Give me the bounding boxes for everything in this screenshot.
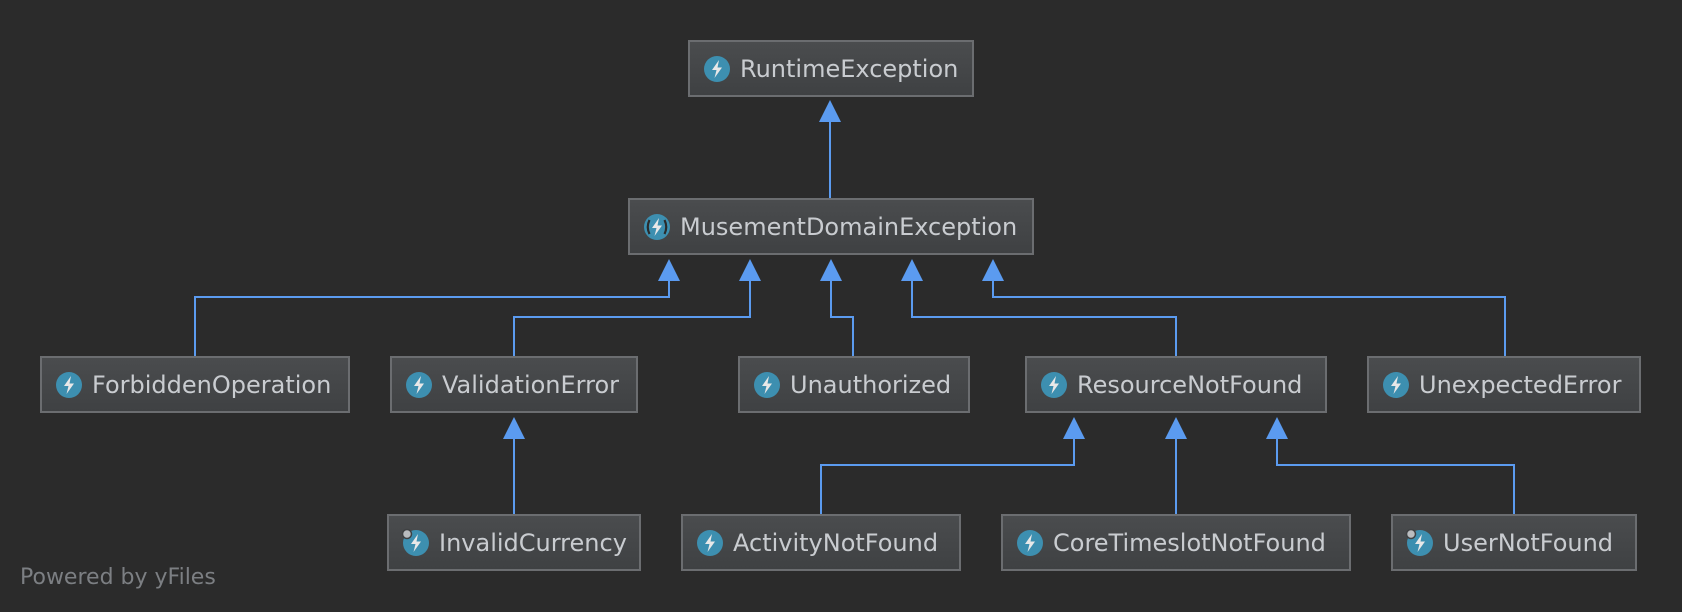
class-node-resource-not-found[interactable]: ResourceNotFound bbox=[1025, 356, 1327, 413]
inheritance-edge bbox=[194, 279, 670, 356]
final-exception-class-icon bbox=[1405, 528, 1435, 558]
class-label: RuntimeException bbox=[740, 54, 959, 83]
inheritance-arrowhead bbox=[819, 100, 841, 122]
inheritance-arrowhead bbox=[658, 259, 680, 281]
inheritance-arrowhead bbox=[982, 259, 1004, 281]
final-exception-class-icon bbox=[401, 528, 431, 558]
inheritance-arrowhead bbox=[503, 417, 525, 439]
inheritance-edge bbox=[830, 279, 854, 356]
class-label: ResourceNotFound bbox=[1077, 370, 1303, 399]
class-label: Unauthorized bbox=[790, 370, 952, 399]
class-label: MusementDomainException bbox=[680, 212, 1018, 241]
inheritance-edge bbox=[992, 279, 1506, 356]
class-node-activity-not-found[interactable]: ActivityNotFound bbox=[681, 514, 961, 571]
class-node-user-not-found[interactable]: UserNotFound bbox=[1391, 514, 1637, 571]
exception-class-icon bbox=[695, 528, 725, 558]
exception-class-icon bbox=[752, 370, 782, 400]
exception-class-icon bbox=[54, 370, 84, 400]
class-label: UnexpectedError bbox=[1419, 370, 1622, 399]
class-node-forbidden-operation[interactable]: ForbiddenOperation bbox=[40, 356, 350, 413]
inheritance-edge bbox=[1276, 437, 1515, 514]
inheritance-arrowhead bbox=[820, 259, 842, 281]
inheritance-edge bbox=[911, 279, 1177, 356]
exception-class-icon bbox=[1039, 370, 1069, 400]
class-node-unauthorized[interactable]: Unauthorized bbox=[738, 356, 970, 413]
class-label: ValidationError bbox=[442, 370, 620, 399]
class-node-validation-error[interactable]: ValidationError bbox=[390, 356, 638, 413]
inheritance-arrowhead bbox=[739, 259, 761, 281]
class-label: ForbiddenOperation bbox=[92, 370, 332, 399]
inheritance-edge bbox=[513, 279, 751, 356]
class-label: ActivityNotFound bbox=[733, 528, 939, 557]
abstract-exception-class-icon bbox=[642, 212, 672, 242]
powered-by-watermark: Powered by yFiles bbox=[20, 565, 216, 590]
inheritance-arrowhead bbox=[1063, 417, 1085, 439]
exception-class-icon bbox=[702, 54, 732, 84]
exception-class-icon bbox=[1015, 528, 1045, 558]
inheritance-arrowhead bbox=[1165, 417, 1187, 439]
class-label: CoreTimeslotNotFound bbox=[1053, 528, 1326, 557]
class-node-musement-domain-exception[interactable]: MusementDomainException bbox=[628, 198, 1034, 255]
class-label: InvalidCurrency bbox=[439, 528, 627, 557]
class-node-runtime-exception[interactable]: RuntimeException bbox=[688, 40, 974, 97]
exception-class-icon bbox=[1381, 370, 1411, 400]
class-node-unexpected-error[interactable]: UnexpectedError bbox=[1367, 356, 1641, 413]
exception-class-icon bbox=[404, 370, 434, 400]
inheritance-arrowhead bbox=[1266, 417, 1288, 439]
class-label: UserNotFound bbox=[1443, 528, 1614, 557]
inheritance-arrowhead bbox=[901, 259, 923, 281]
class-node-core-timeslot-not-found[interactable]: CoreTimeslotNotFound bbox=[1001, 514, 1351, 571]
class-node-invalid-currency[interactable]: InvalidCurrency bbox=[387, 514, 641, 571]
inheritance-edge bbox=[820, 437, 1075, 514]
